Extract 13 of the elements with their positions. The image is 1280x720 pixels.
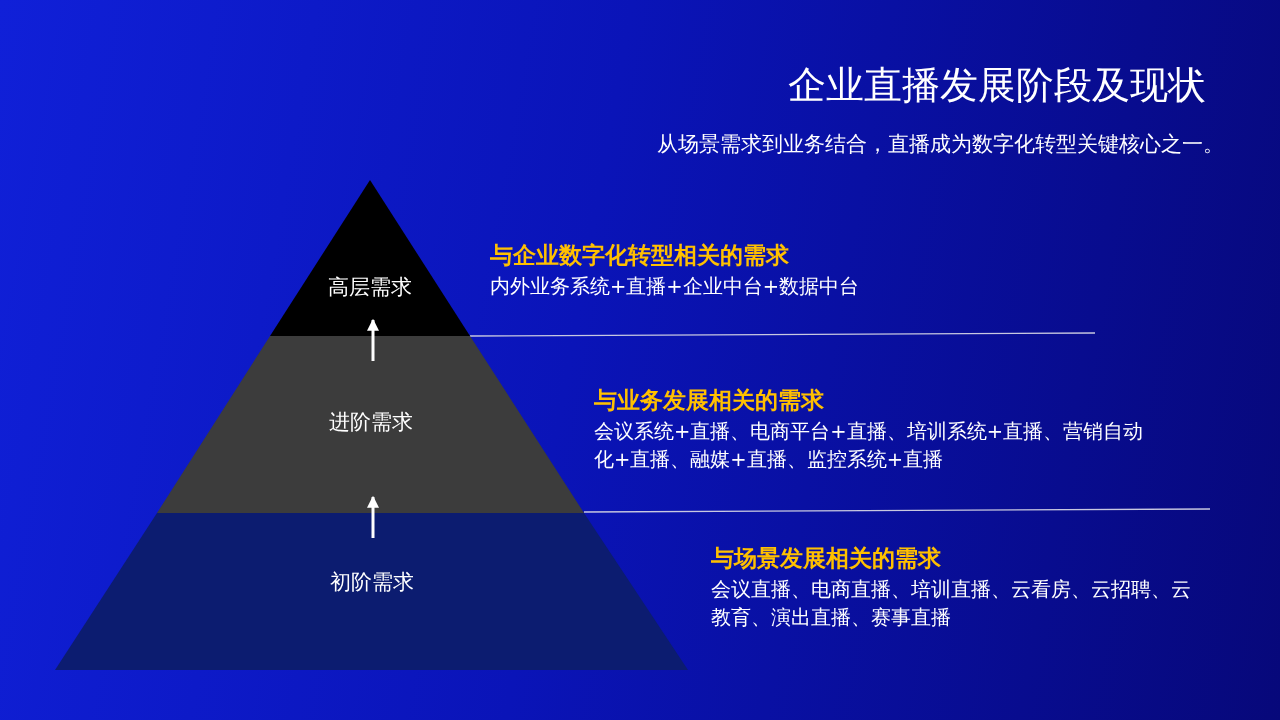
heading-text: 与企业数字化转型相关的需求 — [490, 241, 789, 270]
description-text: 会议系统+直播、电商平台+直播、培训系统+直播、营销自动化+直播、融媒+直播、监控系统+直播 — [594, 419, 1145, 473]
pyramid-tier: 初阶需求 — [55, 513, 688, 670]
description-text: 内外业务系统+直播+企业中台+数据中台 — [490, 274, 861, 300]
description-text: 会议直播、电商直播、培训直播、云看房、云招聘、云教育、演出直播、赛事直播 — [711, 577, 1192, 631]
heading-text: 与业务发展相关的需求 — [594, 386, 824, 415]
subtitle: 从场景需求到业务结合，直播成为数字化转型关键核心之一。 — [657, 131, 1224, 158]
arrow — [367, 495, 379, 538]
pyramid-tier: 高层需求 — [270, 180, 470, 336]
pyramid-tier: 进阶需求 — [157, 336, 584, 513]
slide-title: 企业直播发展阶段及现状 — [788, 62, 1206, 109]
arrow — [367, 318, 379, 361]
heading-text: 与场景发展相关的需求 — [711, 544, 941, 573]
